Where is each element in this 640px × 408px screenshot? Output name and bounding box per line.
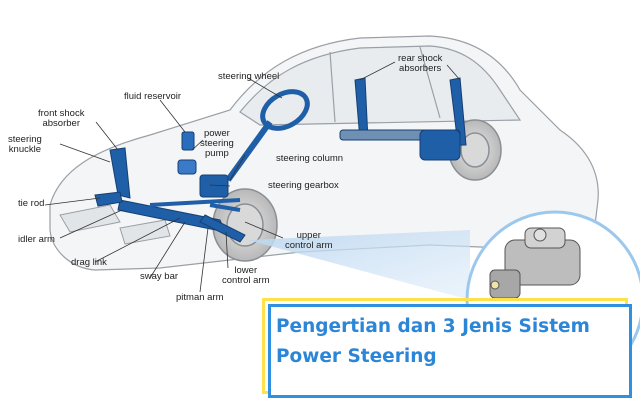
caption-title: Pengertian dan 3 Jenis Sistem Power Stee… xyxy=(276,312,626,372)
caption-line-2: Power Steering xyxy=(276,346,437,367)
label-steering-wheel: steering wheel xyxy=(218,71,280,82)
label-sway-bar: sway bar xyxy=(140,271,179,282)
label-lower-control-arm: lower control arm xyxy=(222,265,270,286)
label-tie-rod: tie rod xyxy=(18,198,45,209)
label-pitman-arm: pitman arm xyxy=(176,292,224,303)
label-fluid-reservoir: fluid reservoir xyxy=(124,91,182,102)
steering-system xyxy=(94,77,467,243)
leader-lines xyxy=(44,61,461,293)
caption-frame-inner xyxy=(268,304,632,398)
label-steering-column: steering column xyxy=(276,153,344,164)
label-upper-control-arm: upper control arm xyxy=(285,230,333,251)
label-idler-arm: idler arm xyxy=(18,234,55,245)
label-drag-link: drag link xyxy=(71,257,107,268)
label-power-steering-pump: power steering pump xyxy=(200,128,234,159)
car-front xyxy=(59,204,171,245)
magnify-beam xyxy=(248,230,470,300)
label-rear-shock-absorbers: rear shock absorbers xyxy=(398,53,443,74)
label-steering-gearbox: steering gearbox xyxy=(268,180,339,191)
caption-line-1: Pengertian dan 3 Jenis Sistem xyxy=(276,316,590,337)
label-front-shock-absorber: front shock absorber xyxy=(38,108,85,129)
label-steering-knuckle: steering knuckle xyxy=(8,134,42,155)
